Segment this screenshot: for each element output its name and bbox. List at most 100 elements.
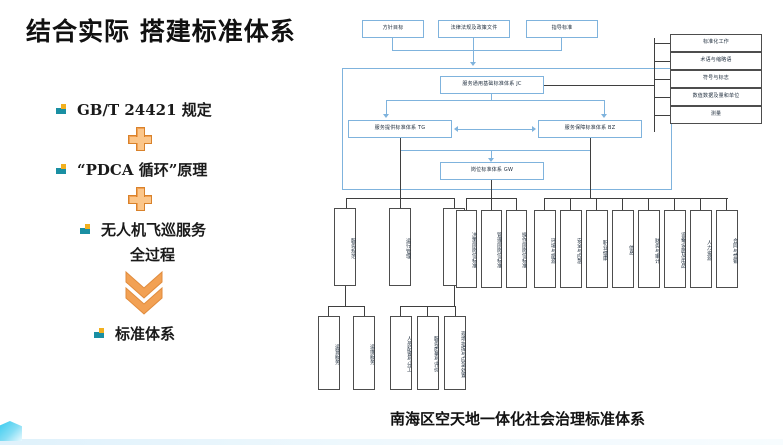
core-box-general-basic: 服务通用基础标准体系 JC (440, 76, 544, 94)
sub-tg-left-stem-1 (328, 306, 329, 316)
page-title: 结合实际 搭建标准体系 (26, 17, 296, 46)
stack-box-standardization-work: 标准化工作 (670, 34, 762, 52)
sub-tg-left-bus (328, 306, 364, 307)
group-gw-stem-2 (491, 198, 492, 210)
check-bullet-icon (94, 328, 105, 338)
drop-line-bz (590, 138, 591, 198)
check-bullet-icon (56, 104, 67, 114)
stack-spine (654, 38, 655, 132)
arrow-tg-to-bz-icon (532, 126, 536, 132)
core-box-service-support: 服务保障标准体系 BZ (538, 120, 642, 138)
stack-box-measurement: 测量 (670, 106, 762, 124)
stack-box-terms-abbrev: 术语与缩略语 (670, 52, 762, 70)
core-box-service-provision: 服务提供标准体系 TG (348, 120, 452, 138)
bullet-label: 标准体系 (115, 324, 176, 343)
sub-tg-left-drop (345, 286, 346, 306)
group-bz-stem-1 (544, 198, 545, 210)
group-bz-stem-6 (674, 198, 675, 210)
sub-tg-right-drop (454, 286, 455, 306)
stack-tick-1 (654, 43, 670, 44)
connector-core-split-h (386, 100, 604, 101)
sub-tg-box-staffing: 人员配置与分工 (390, 316, 412, 390)
group-bz-bus (544, 198, 728, 199)
bullet-item-1: GB/T 24421 规定 (56, 96, 326, 122)
arrow-to-tg-icon (383, 114, 389, 118)
bz-box-environment-energy: 环境与能源 (534, 210, 556, 288)
group-bz-stem-7 (700, 198, 701, 210)
check-bullet-icon (80, 224, 91, 234)
input-box-policy-goal: 方针目标 (362, 20, 424, 38)
core-box-position-standards: 岗位标准体系 GW (440, 162, 544, 180)
tg-box-operation-service: 服务规范 (334, 208, 356, 286)
sub-tg-box-operation: 运营服务 (318, 316, 340, 390)
group-tg-stem-3 (454, 198, 455, 208)
corner-cube-decoration (0, 421, 22, 441)
gw-box-operation-level: 操作层岗位标准 (506, 210, 527, 288)
left-bullet-column: GB/T 24421 规定 “PDCA 循环”原理 无人机飞巡服务 全过程 (56, 96, 326, 346)
group-bz-stem-3 (596, 198, 597, 210)
bz-box-finance-audit: 财务与审计 (638, 210, 660, 288)
sub-tg-box-maintenance: 运维服务 (353, 316, 375, 390)
stack-box-symbols-marks: 符号与标志 (670, 70, 762, 88)
arrow-into-core-icon (470, 62, 476, 66)
bz-box-equipment-supplies: 设备设施及用品 (664, 210, 686, 288)
sub-tg-right-stem-2 (427, 306, 428, 316)
input-box-guiding-standards: 指导标准 (526, 20, 598, 38)
tg-box-runtime-management: 运行管理 (389, 208, 411, 286)
plus-connector-2 (56, 182, 326, 216)
chevron-connector (56, 268, 326, 320)
sub-tg-right-bus (400, 306, 456, 307)
group-bz-stem-4 (622, 198, 623, 210)
sub-tg-left-stem-2 (364, 306, 365, 316)
bullet-item-4: 标准体系 (94, 320, 326, 346)
process-scope-label: 全过程 (130, 246, 176, 264)
bz-box-human-resources: 人力资源 (690, 210, 712, 288)
bullet-item-3: 无人机飞巡服务 (80, 216, 326, 242)
connector-core-top-down (491, 94, 492, 100)
arrow-to-bz-icon (601, 114, 607, 118)
connector-to-gw-v (491, 150, 492, 158)
connector-core-split-left-v (386, 100, 387, 114)
sub-tg-box-service-quality: 服务质量与评价 (417, 316, 439, 390)
bz-box-information: 信息 (612, 210, 634, 288)
connector-core-split-right-v (604, 100, 605, 114)
connector-input-3-v (561, 38, 562, 50)
bz-box-safety-emergency: 安全与应急 (560, 210, 582, 288)
sub-tg-right-stem-1 (400, 306, 401, 316)
connector-input-1-v (392, 38, 393, 50)
group-bz-stem-8 (726, 198, 727, 210)
check-bullet-icon (56, 164, 67, 174)
connector-input-bus-h (392, 50, 562, 51)
sub-tg-box-onsite-command: 现场指挥与应急处置 (444, 316, 466, 390)
gw-box-management-level: 管理层岗位标准 (481, 210, 502, 288)
group-tg-stem-2 (400, 198, 401, 208)
standards-system-diagram: 方针目标 法律法规及政策文件 指导标准 服务通用基础标准体系 JC 服务提供标准… (318, 8, 780, 408)
input-box-laws-policies: 法律法规及政策文件 (438, 20, 510, 38)
group-gw-stem-3 (516, 198, 517, 210)
bz-box-contract-marketing: 合同与营销 (716, 210, 738, 288)
plus-icon (128, 127, 152, 151)
connector-tg-bz-h (458, 129, 532, 130)
sub-tg-right-stem-3 (455, 306, 456, 316)
bullet-label: GB/T 24421 规定 (77, 100, 212, 119)
arrow-to-gw-icon (488, 158, 494, 162)
group-tg-stem-1 (346, 198, 347, 208)
arrow-bz-to-tg-icon (454, 126, 458, 132)
group-gw-stem-1 (466, 198, 467, 210)
drop-line-tg (400, 138, 401, 198)
stack-box-data-units: 数值数据及量和单位 (670, 88, 762, 106)
bottom-decorative-strip (0, 439, 783, 445)
double-chevron-down-icon (124, 270, 164, 316)
connector-to-gw-h (400, 150, 591, 151)
group-bz-stem-2 (570, 198, 571, 210)
stack-tick-4 (654, 97, 670, 98)
group-bz-stem-5 (648, 198, 649, 210)
plus-icon (128, 187, 152, 211)
core-system-frame (342, 68, 672, 190)
bullet-item-2: “PDCA 循环”原理 (56, 156, 326, 182)
bz-box-occupational-health: 职业健康 (586, 210, 608, 288)
stack-tick-2 (654, 61, 670, 62)
stack-tick-5 (654, 115, 670, 116)
gw-box-decision-level: 决策层岗位标准 (456, 210, 477, 288)
